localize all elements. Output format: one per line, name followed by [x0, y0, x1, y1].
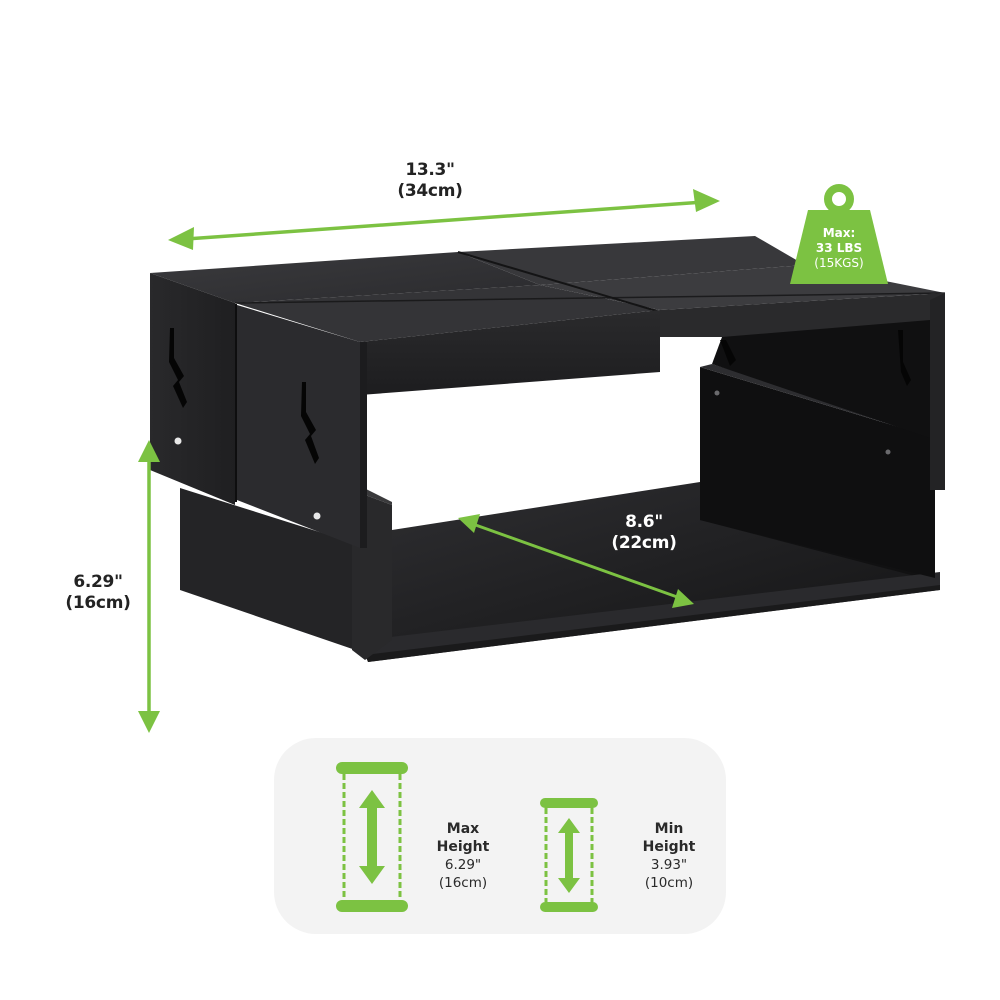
depth-arrow-icon [458, 514, 694, 608]
weight-line-2: 33 LBS [815, 241, 863, 255]
weight-line-1: Max: [822, 226, 856, 240]
depth-value: 8.6" [625, 512, 663, 532]
max-height-metric: (16cm) [438, 875, 488, 891]
hook-slot-icon [169, 328, 911, 464]
width-metric: (34cm) [397, 181, 463, 201]
min-height-metric: (10cm) [644, 875, 694, 891]
max-height-item: Max Height 6.29" (16cm) [274, 738, 500, 934]
min-height-title-1: Min [654, 821, 684, 837]
width-dimension-label: 13.3" (34cm) [380, 160, 480, 202]
max-height-title-2: Height [436, 839, 490, 855]
min-height-item: Min Height 3.93" (10cm) [500, 738, 726, 934]
min-height-title-2: Height [642, 839, 696, 855]
max-height-value: 6.29" [444, 857, 482, 873]
hook-hole [313, 512, 321, 520]
hook-hole [174, 437, 182, 445]
width-value: 13.3" [405, 160, 455, 180]
height-range-panel: Max Height 6.29" (16cm) Min Height 3.93"… [274, 738, 726, 934]
weight-icon [790, 184, 888, 284]
height-adjust-icon [540, 798, 598, 912]
height-adjust-icon [336, 762, 408, 912]
weight-capacity-label: Max: 33 LBS (15KGS) [788, 226, 890, 271]
height-value: 6.29" [73, 572, 123, 592]
depth-dimension-label: 8.6" (22cm) [598, 512, 690, 554]
min-height-value: 3.93" [650, 857, 688, 873]
height-dimension-label: 6.29" (16cm) [48, 572, 148, 614]
height-arrow-icon [138, 440, 160, 733]
max-height-title-1: Max [446, 821, 480, 837]
width-arrow-icon [168, 189, 720, 250]
depth-metric: (22cm) [611, 533, 677, 553]
weight-line-3: (15KGS) [814, 256, 864, 270]
height-metric: (16cm) [65, 593, 131, 613]
